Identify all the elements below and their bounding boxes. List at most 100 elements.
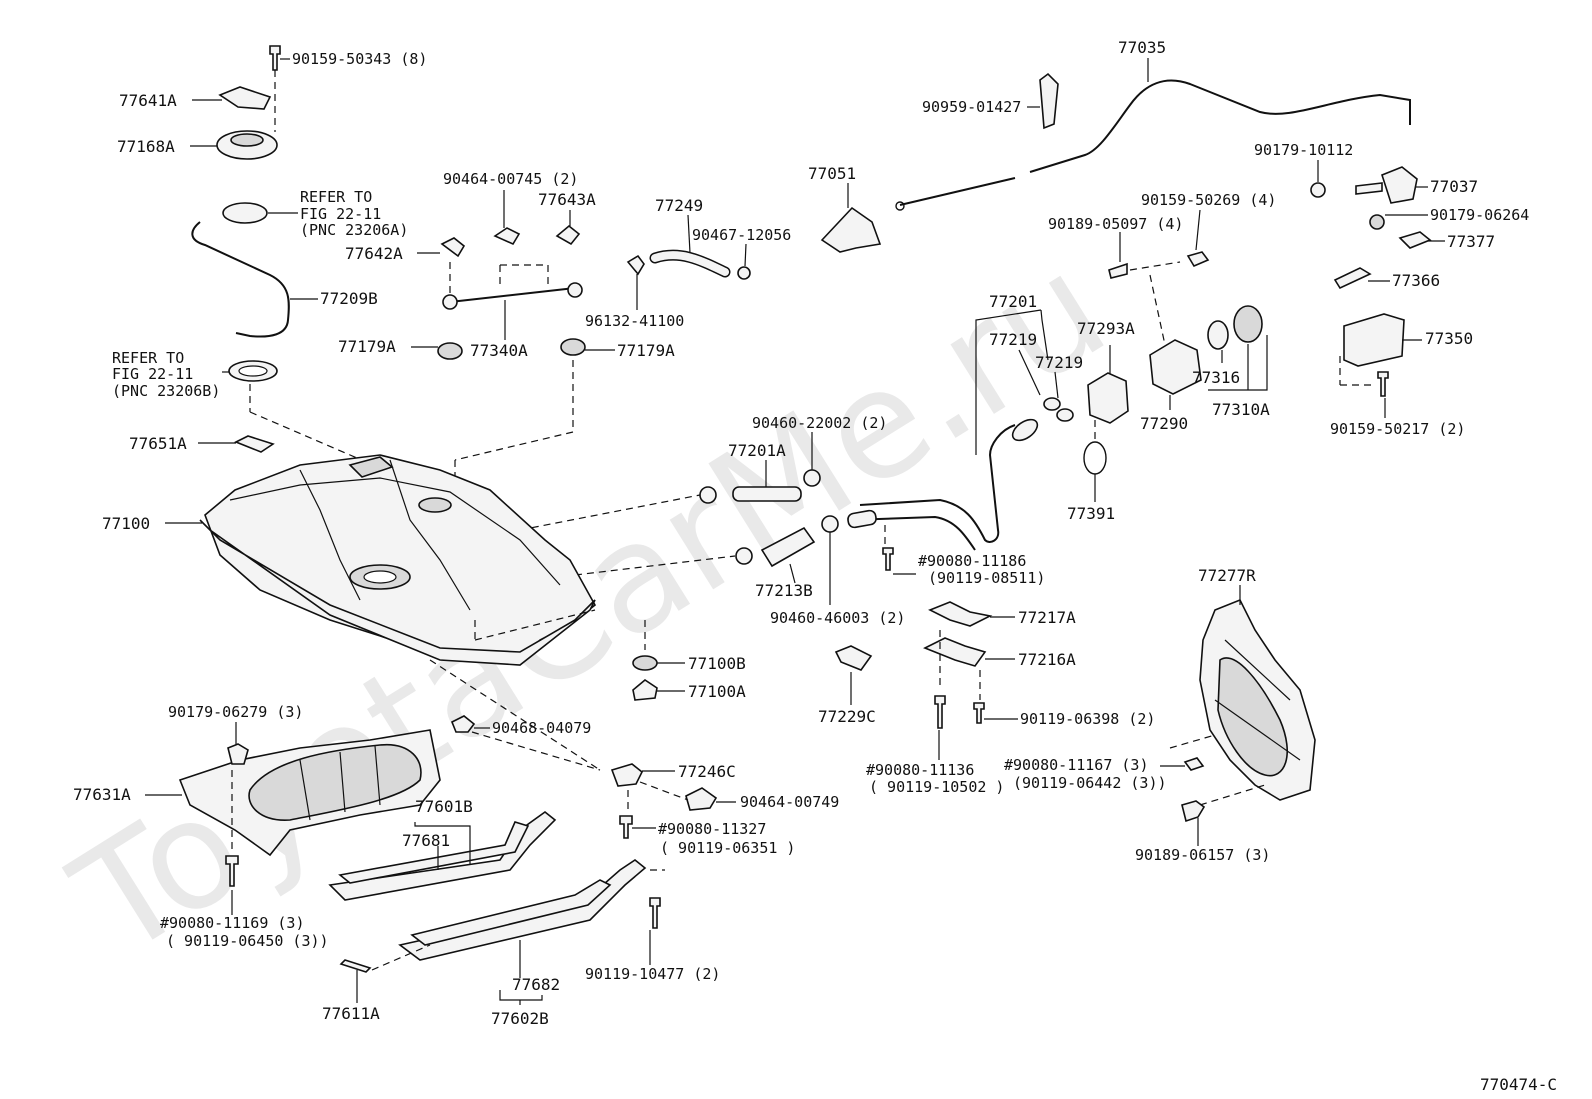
label-fig-a: FIG 22-11 bbox=[300, 205, 381, 223]
boot-77213B bbox=[760, 526, 816, 568]
wire-harness-77209B bbox=[191, 221, 290, 338]
label-90189-06157: 90189-06157 (3) bbox=[1135, 846, 1270, 864]
label-77611A: 77611A bbox=[322, 1004, 380, 1023]
pipe-bracket-group bbox=[834, 601, 1018, 760]
label-90460-46003: 90460-46003 (2) bbox=[770, 609, 905, 627]
bolt-90119-06398 bbox=[973, 702, 985, 724]
tank-band-77602B bbox=[398, 859, 647, 961]
grommet-77179A-left bbox=[437, 342, 463, 360]
label-90080-11169: #90080-11169 (3) bbox=[160, 914, 305, 932]
label-fig-b: FIG 22-11 bbox=[112, 365, 193, 383]
label-77316: 77316 bbox=[1192, 368, 1240, 387]
bracket-77051 bbox=[820, 206, 882, 253]
label-77035: 77035 bbox=[1118, 38, 1166, 57]
clamp-left-bottom bbox=[735, 547, 753, 565]
screw-90189-05097 bbox=[1108, 262, 1128, 279]
hose-77201A bbox=[732, 486, 802, 502]
label-90959-01427: 90959-01427 bbox=[922, 98, 1021, 116]
clamp-left-top bbox=[699, 486, 717, 504]
clip-77643A bbox=[555, 224, 581, 246]
clip-90464-00745 bbox=[493, 227, 521, 246]
label-90119-06442: (90119-06442 (3)) bbox=[1013, 774, 1167, 792]
filler-hose-group bbox=[519, 432, 916, 605]
label-90119-08511: (90119-08511) bbox=[928, 569, 1045, 587]
bolt-90080-11327 bbox=[619, 815, 633, 839]
label-77631A: 77631A bbox=[73, 785, 131, 804]
nut-90179-06264 bbox=[1369, 214, 1385, 230]
label-90464-00745: 90464-00745 (2) bbox=[443, 170, 578, 188]
label-90119-06351: ( 90119-06351 ) bbox=[660, 839, 795, 857]
label-77179A-left: 77179A bbox=[338, 337, 396, 356]
label-77641A: 77641A bbox=[119, 91, 177, 110]
cable-77035 bbox=[899, 79, 1411, 206]
bolt-90159-50343 bbox=[269, 45, 281, 71]
grommet-77179A-right bbox=[560, 338, 586, 356]
label-90460-22002: 90460-22002 (2) bbox=[752, 414, 887, 432]
lock-77037 bbox=[1381, 166, 1418, 204]
pad-77611A bbox=[339, 959, 372, 973]
label-96132-41100: 96132-41100 bbox=[585, 312, 684, 330]
label-77219-a: 77219 bbox=[989, 330, 1037, 349]
housing-77290 bbox=[1149, 339, 1202, 395]
label-77642A: 77642A bbox=[345, 244, 403, 263]
label-77340A: 77340A bbox=[470, 341, 528, 360]
label-refer-to-a: REFER TO bbox=[300, 188, 372, 206]
label-90179-06264: 90179-06264 bbox=[1430, 206, 1529, 224]
label-90159-50217: 90159-50217 (2) bbox=[1330, 420, 1465, 438]
bolt-90119-10477 bbox=[649, 897, 661, 929]
label-77310A: 77310A bbox=[1212, 400, 1270, 419]
opener-cable-group bbox=[895, 58, 1445, 418]
label-77100B: 77100B bbox=[688, 654, 746, 673]
label-77051: 77051 bbox=[808, 164, 856, 183]
seal-77391 bbox=[1083, 441, 1107, 475]
label-pnc-a: (PNC 23206A) bbox=[300, 221, 408, 239]
label-77216A: 77216A bbox=[1018, 650, 1076, 669]
clamp-90467-12056 bbox=[737, 266, 751, 280]
label-77391: 77391 bbox=[1067, 504, 1115, 523]
clamp-90460-22002 bbox=[803, 469, 821, 487]
label-90189-05097: 90189-05097 (4) bbox=[1048, 215, 1183, 233]
screw-90159-50269 bbox=[1186, 251, 1210, 268]
valve-96132-41100 bbox=[626, 254, 645, 276]
label-90119-10477: 90119-10477 (2) bbox=[585, 965, 720, 983]
bracket-77641A bbox=[218, 86, 272, 110]
label-77366: 77366 bbox=[1392, 271, 1440, 290]
clip-77219-b bbox=[1056, 408, 1074, 422]
clamp-90460-46003 bbox=[821, 515, 839, 533]
label-77293A: 77293A bbox=[1077, 319, 1135, 338]
bolt-90080-11186 bbox=[882, 547, 894, 571]
clip-90189-06157 bbox=[1181, 800, 1206, 823]
label-90179-06279: 90179-06279 (3) bbox=[168, 703, 303, 721]
label-77249: 77249 bbox=[655, 196, 703, 215]
sender-unit bbox=[222, 202, 268, 224]
label-77213B: 77213B bbox=[755, 581, 813, 600]
fuel-tank-77100 bbox=[199, 454, 597, 666]
label-77201: 77201 bbox=[989, 292, 1037, 311]
label-90468-04079: 90468-04079 bbox=[492, 719, 591, 737]
filler-pipe-77201 bbox=[859, 424, 1016, 543]
label-77168A: 77168A bbox=[117, 137, 175, 156]
clip-77219-a bbox=[1043, 397, 1061, 411]
bracket-77366 bbox=[1333, 267, 1372, 290]
label-77643A: 77643A bbox=[538, 190, 596, 209]
label-77219-b: 77219 bbox=[1035, 353, 1083, 372]
label-77246C: 77246C bbox=[678, 762, 736, 781]
bolt-90080-11136 bbox=[934, 695, 946, 729]
bracket-77216A bbox=[923, 637, 987, 667]
bracket-77377 bbox=[1398, 231, 1432, 249]
clip-90468-04079 bbox=[450, 715, 476, 733]
pad-77651A bbox=[234, 435, 275, 453]
protector-77277R bbox=[1199, 598, 1316, 801]
label-90119-10502: ( 90119-10502 ) bbox=[869, 778, 1004, 796]
filler-neck-group bbox=[849, 209, 1268, 551]
vent-line-77340A bbox=[449, 287, 576, 303]
label-77201A: 77201A bbox=[728, 441, 786, 460]
label-90080-11136: #90080-11136 bbox=[866, 761, 974, 779]
label-90119-06450: ( 90119-06450 (3)) bbox=[166, 932, 329, 950]
label-90467-12056: 90467-12056 bbox=[692, 226, 791, 244]
label-90179-10112: 90179-10112 bbox=[1254, 141, 1353, 159]
screw-90159-50217 bbox=[1377, 371, 1389, 397]
clip-90464-00749 bbox=[685, 787, 718, 811]
nut-90179-10112 bbox=[1310, 182, 1326, 198]
